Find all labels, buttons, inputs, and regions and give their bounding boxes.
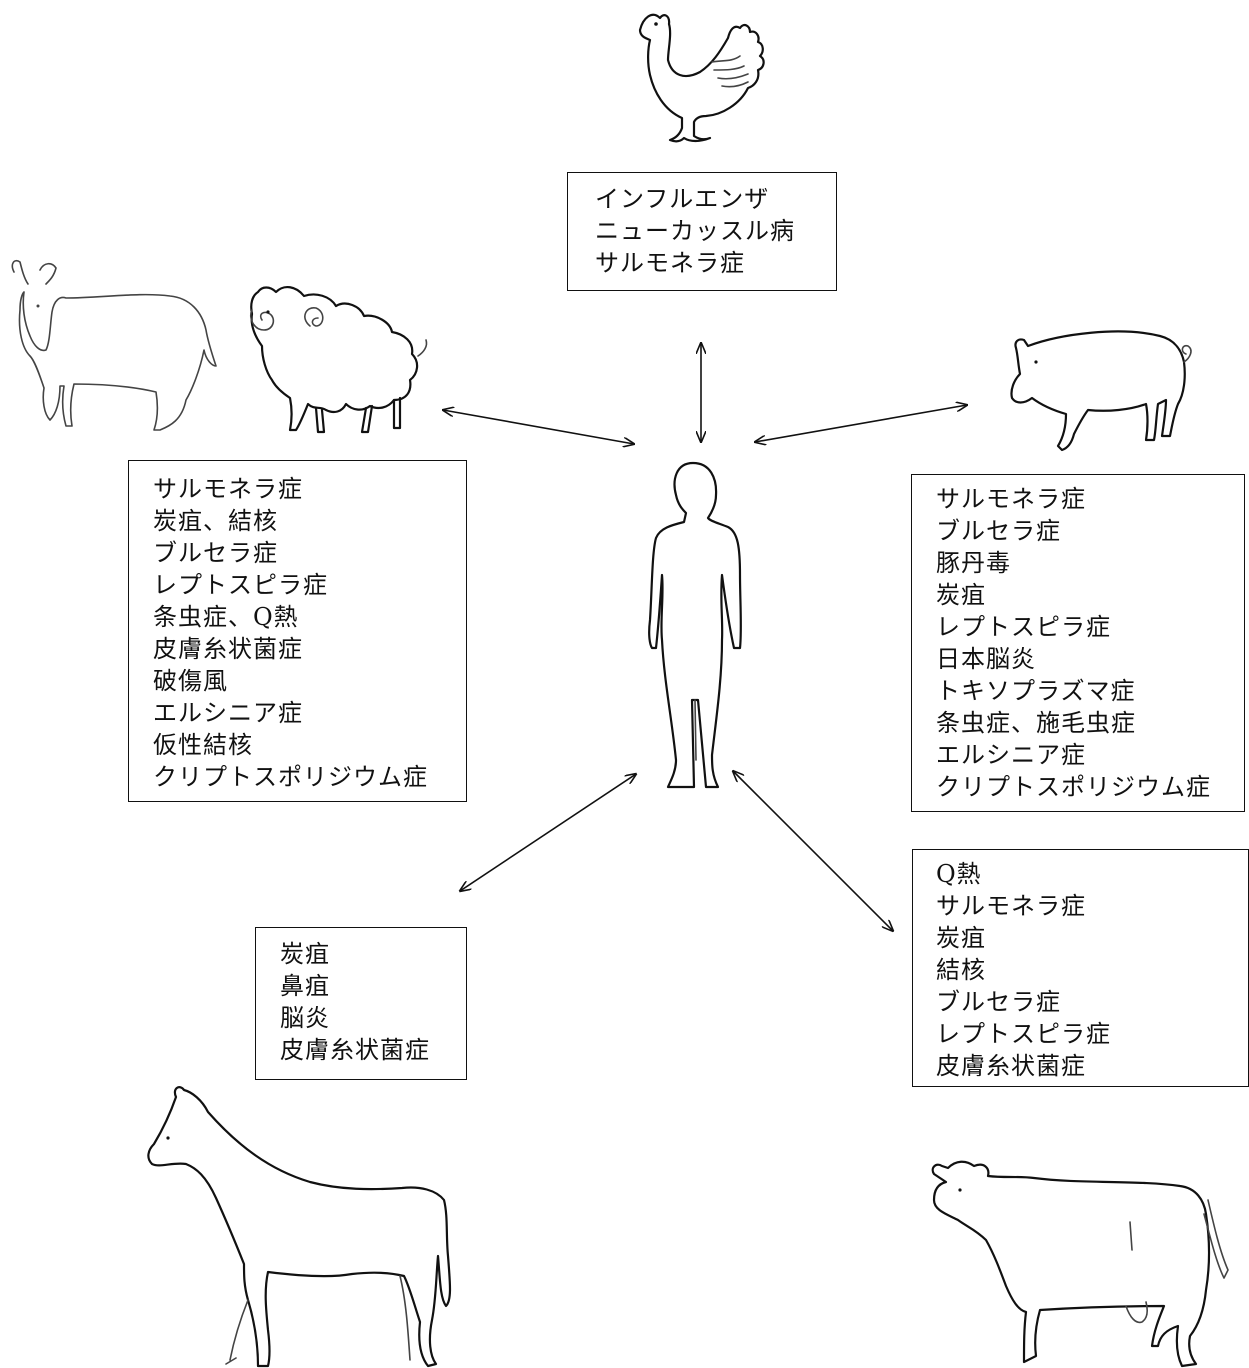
disease-item: 破傷風 xyxy=(153,667,228,695)
arrow-human-horse xyxy=(460,774,636,891)
disease-item: ブルセラ症 xyxy=(936,988,1061,1016)
disease-item: Q熱 xyxy=(936,860,982,888)
disease-item: 豚丹毒 xyxy=(936,549,1011,577)
horse-disease-list: 炭疽 鼻疽 脳炎 皮膚糸状菌症 xyxy=(280,938,466,1066)
goat-icon xyxy=(11,259,217,431)
disease-item: サルモネラ症 xyxy=(936,485,1086,513)
disease-item: 条虫症、Q熱 xyxy=(153,603,299,631)
cattle-diseases-box: Q熱 サルモネラ症 炭疽 結核 ブルセラ症 レプトスピラ症 皮膚糸状菌症 xyxy=(912,849,1249,1087)
human-figure-icon xyxy=(648,461,742,789)
disease-item: ブルセラ症 xyxy=(936,517,1061,545)
goat-sheep-disease-list: サルモネラ症 炭疽、結核 ブルセラ症 レプトスピラ症 条虫症、Q熱 皮膚糸状菌症… xyxy=(153,473,466,793)
pig-diseases-box: サルモネラ症 ブルセラ症 豚丹毒 炭疽 レプトスピラ症 日本脳炎 トキソプラズマ… xyxy=(911,474,1245,812)
sheep-icon xyxy=(249,286,428,434)
disease-item: サルモネラ症 xyxy=(936,892,1086,920)
disease-item: 炭疽 xyxy=(280,940,330,968)
disease-item: エルシニア症 xyxy=(153,699,303,727)
disease-item: 皮膚糸状菌症 xyxy=(153,635,303,663)
disease-item: レプトスピラ症 xyxy=(936,1020,1111,1048)
disease-item: 条虫症、施毛虫症 xyxy=(936,709,1136,737)
disease-item: エルシニア症 xyxy=(936,741,1086,769)
horse-diseases-box: 炭疽 鼻疽 脳炎 皮膚糸状菌症 xyxy=(255,927,467,1080)
pig-icon xyxy=(1010,330,1192,452)
disease-item: 皮膚糸状菌症 xyxy=(936,1052,1086,1080)
arrow-human-goat-sheep xyxy=(443,410,634,444)
disease-item: 炭疽、結核 xyxy=(153,507,278,535)
disease-item: 炭疽 xyxy=(936,581,986,609)
disease-item: トキソプラズマ症 xyxy=(936,677,1136,705)
disease-item: 日本脳炎 xyxy=(936,645,1036,673)
cattle-disease-list: Q熱 サルモネラ症 炭疽 結核 ブルセラ症 レプトスピラ症 皮膚糸状菌症 xyxy=(936,858,1248,1082)
disease-item: レプトスピラ症 xyxy=(936,613,1111,641)
disease-item: レプトスピラ症 xyxy=(153,571,328,599)
disease-item: 結核 xyxy=(936,956,986,984)
poultry-disease-list: インフルエンザ ニューカッスル病 サルモネラ症 xyxy=(595,183,836,279)
disease-item: 皮膚糸状菌症 xyxy=(280,1036,430,1064)
disease-item: ニューカッスル病 xyxy=(595,217,795,245)
arrow-human-pig xyxy=(755,405,967,442)
disease-item: 炭疽 xyxy=(936,924,986,952)
cow-icon xyxy=(931,1160,1229,1368)
poultry-diseases-box: インフルエンザ ニューカッスル病 サルモネラ症 xyxy=(567,172,837,291)
disease-item: 脳炎 xyxy=(280,1004,330,1032)
disease-item: ブルセラ症 xyxy=(153,539,278,567)
disease-item: 仮性結核 xyxy=(153,731,253,759)
chicken-icon xyxy=(638,13,765,143)
disease-item: サルモネラ症 xyxy=(153,475,303,503)
arrow-human-cattle xyxy=(733,771,893,931)
horse-icon xyxy=(147,1086,452,1368)
disease-item: サルモネラ症 xyxy=(595,249,745,277)
disease-item: クリプトスポリジウム症 xyxy=(936,773,1211,801)
goat-sheep-diseases-box: サルモネラ症 炭疽、結核 ブルセラ症 レプトスピラ症 条虫症、Q熱 皮膚糸状菌症… xyxy=(128,460,467,802)
disease-item: クリプトスポリジウム症 xyxy=(153,763,428,791)
pig-disease-list: サルモネラ症 ブルセラ症 豚丹毒 炭疽 レプトスピラ症 日本脳炎 トキソプラズマ… xyxy=(936,483,1244,803)
disease-item: 鼻疽 xyxy=(280,972,330,1000)
disease-item: インフルエンザ xyxy=(595,185,770,213)
